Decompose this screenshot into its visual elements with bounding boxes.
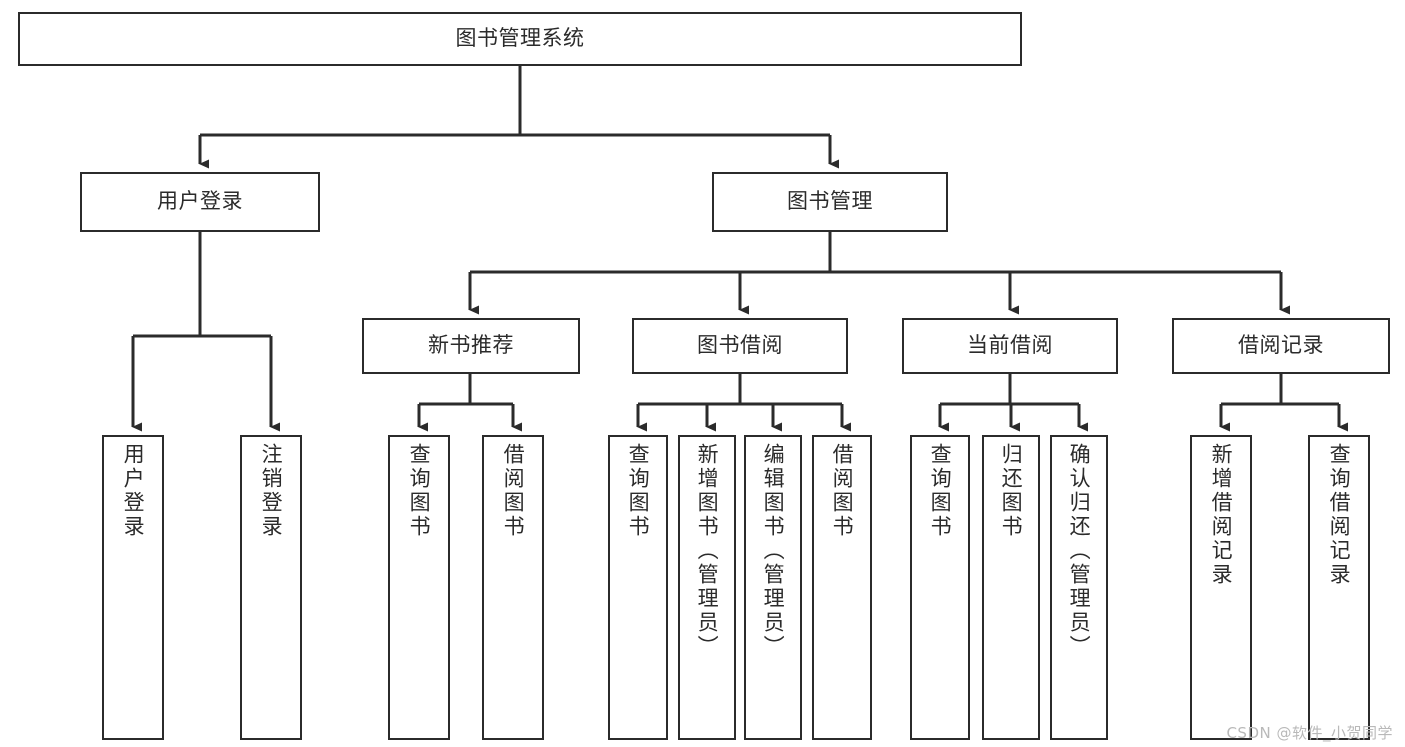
node-leaf-query-book-2[interactable]: 查询图书: [608, 435, 668, 740]
node-book-manage[interactable]: 图书管理: [712, 172, 948, 232]
node-book-borrow-label: 图书借阅: [697, 333, 783, 358]
node-leaf-query-record[interactable]: 查询借阅记录: [1308, 435, 1370, 740]
node-leaf-borrow-book-1-label: 借阅图书: [501, 443, 526, 539]
node-current-borrow-label: 当前借阅: [967, 333, 1053, 358]
node-leaf-edit-book-label: 编辑图书（管理员）: [761, 443, 786, 659]
node-book-borrow[interactable]: 图书借阅: [632, 318, 848, 374]
node-leaf-confirm-return[interactable]: 确认归还（管理员）: [1050, 435, 1108, 740]
node-leaf-borrow-book-2-label: 借阅图书: [830, 443, 855, 539]
node-new-book-rec-label: 新书推荐: [428, 333, 514, 358]
node-borrow-record[interactable]: 借阅记录: [1172, 318, 1390, 374]
node-leaf-query-book-3[interactable]: 查询图书: [910, 435, 970, 740]
node-leaf-query-record-label: 查询借阅记录: [1327, 443, 1352, 587]
node-leaf-add-record[interactable]: 新增借阅记录: [1190, 435, 1252, 740]
node-leaf-borrow-book-1[interactable]: 借阅图书: [482, 435, 544, 740]
node-leaf-query-book-1-label: 查询图书: [407, 443, 432, 539]
node-leaf-borrow-book-2[interactable]: 借阅图书: [812, 435, 872, 740]
node-leaf-add-book[interactable]: 新增图书（管理员）: [678, 435, 736, 740]
node-leaf-query-book-1[interactable]: 查询图书: [388, 435, 450, 740]
watermark: CSDN @软件_小贺同学: [1226, 724, 1393, 742]
node-root-label: 图书管理系统: [455, 26, 585, 51]
node-book-manage-label: 图书管理: [787, 189, 873, 214]
node-leaf-add-book-label: 新增图书（管理员）: [695, 443, 720, 659]
node-leaf-user-logout[interactable]: 注销登录: [240, 435, 302, 740]
node-leaf-user-logout-label: 注销登录: [259, 443, 284, 539]
node-new-book-rec[interactable]: 新书推荐: [362, 318, 580, 374]
node-leaf-query-book-2-label: 查询图书: [626, 443, 651, 539]
node-leaf-confirm-return-label: 确认归还（管理员）: [1067, 443, 1092, 659]
node-leaf-return-book-label: 归还图书: [999, 443, 1024, 539]
node-user-login-label: 用户登录: [157, 189, 243, 214]
node-current-borrow[interactable]: 当前借阅: [902, 318, 1118, 374]
node-leaf-query-book-3-label: 查询图书: [928, 443, 953, 539]
node-leaf-add-record-label: 新增借阅记录: [1209, 443, 1234, 587]
node-borrow-record-label: 借阅记录: [1238, 333, 1324, 358]
node-root[interactable]: 图书管理系统: [18, 12, 1022, 66]
node-leaf-edit-book[interactable]: 编辑图书（管理员）: [744, 435, 802, 740]
node-leaf-user-login[interactable]: 用户登录: [102, 435, 164, 740]
node-leaf-user-login-label: 用户登录: [121, 443, 146, 539]
node-leaf-return-book[interactable]: 归还图书: [982, 435, 1040, 740]
node-user-login[interactable]: 用户登录: [80, 172, 320, 232]
